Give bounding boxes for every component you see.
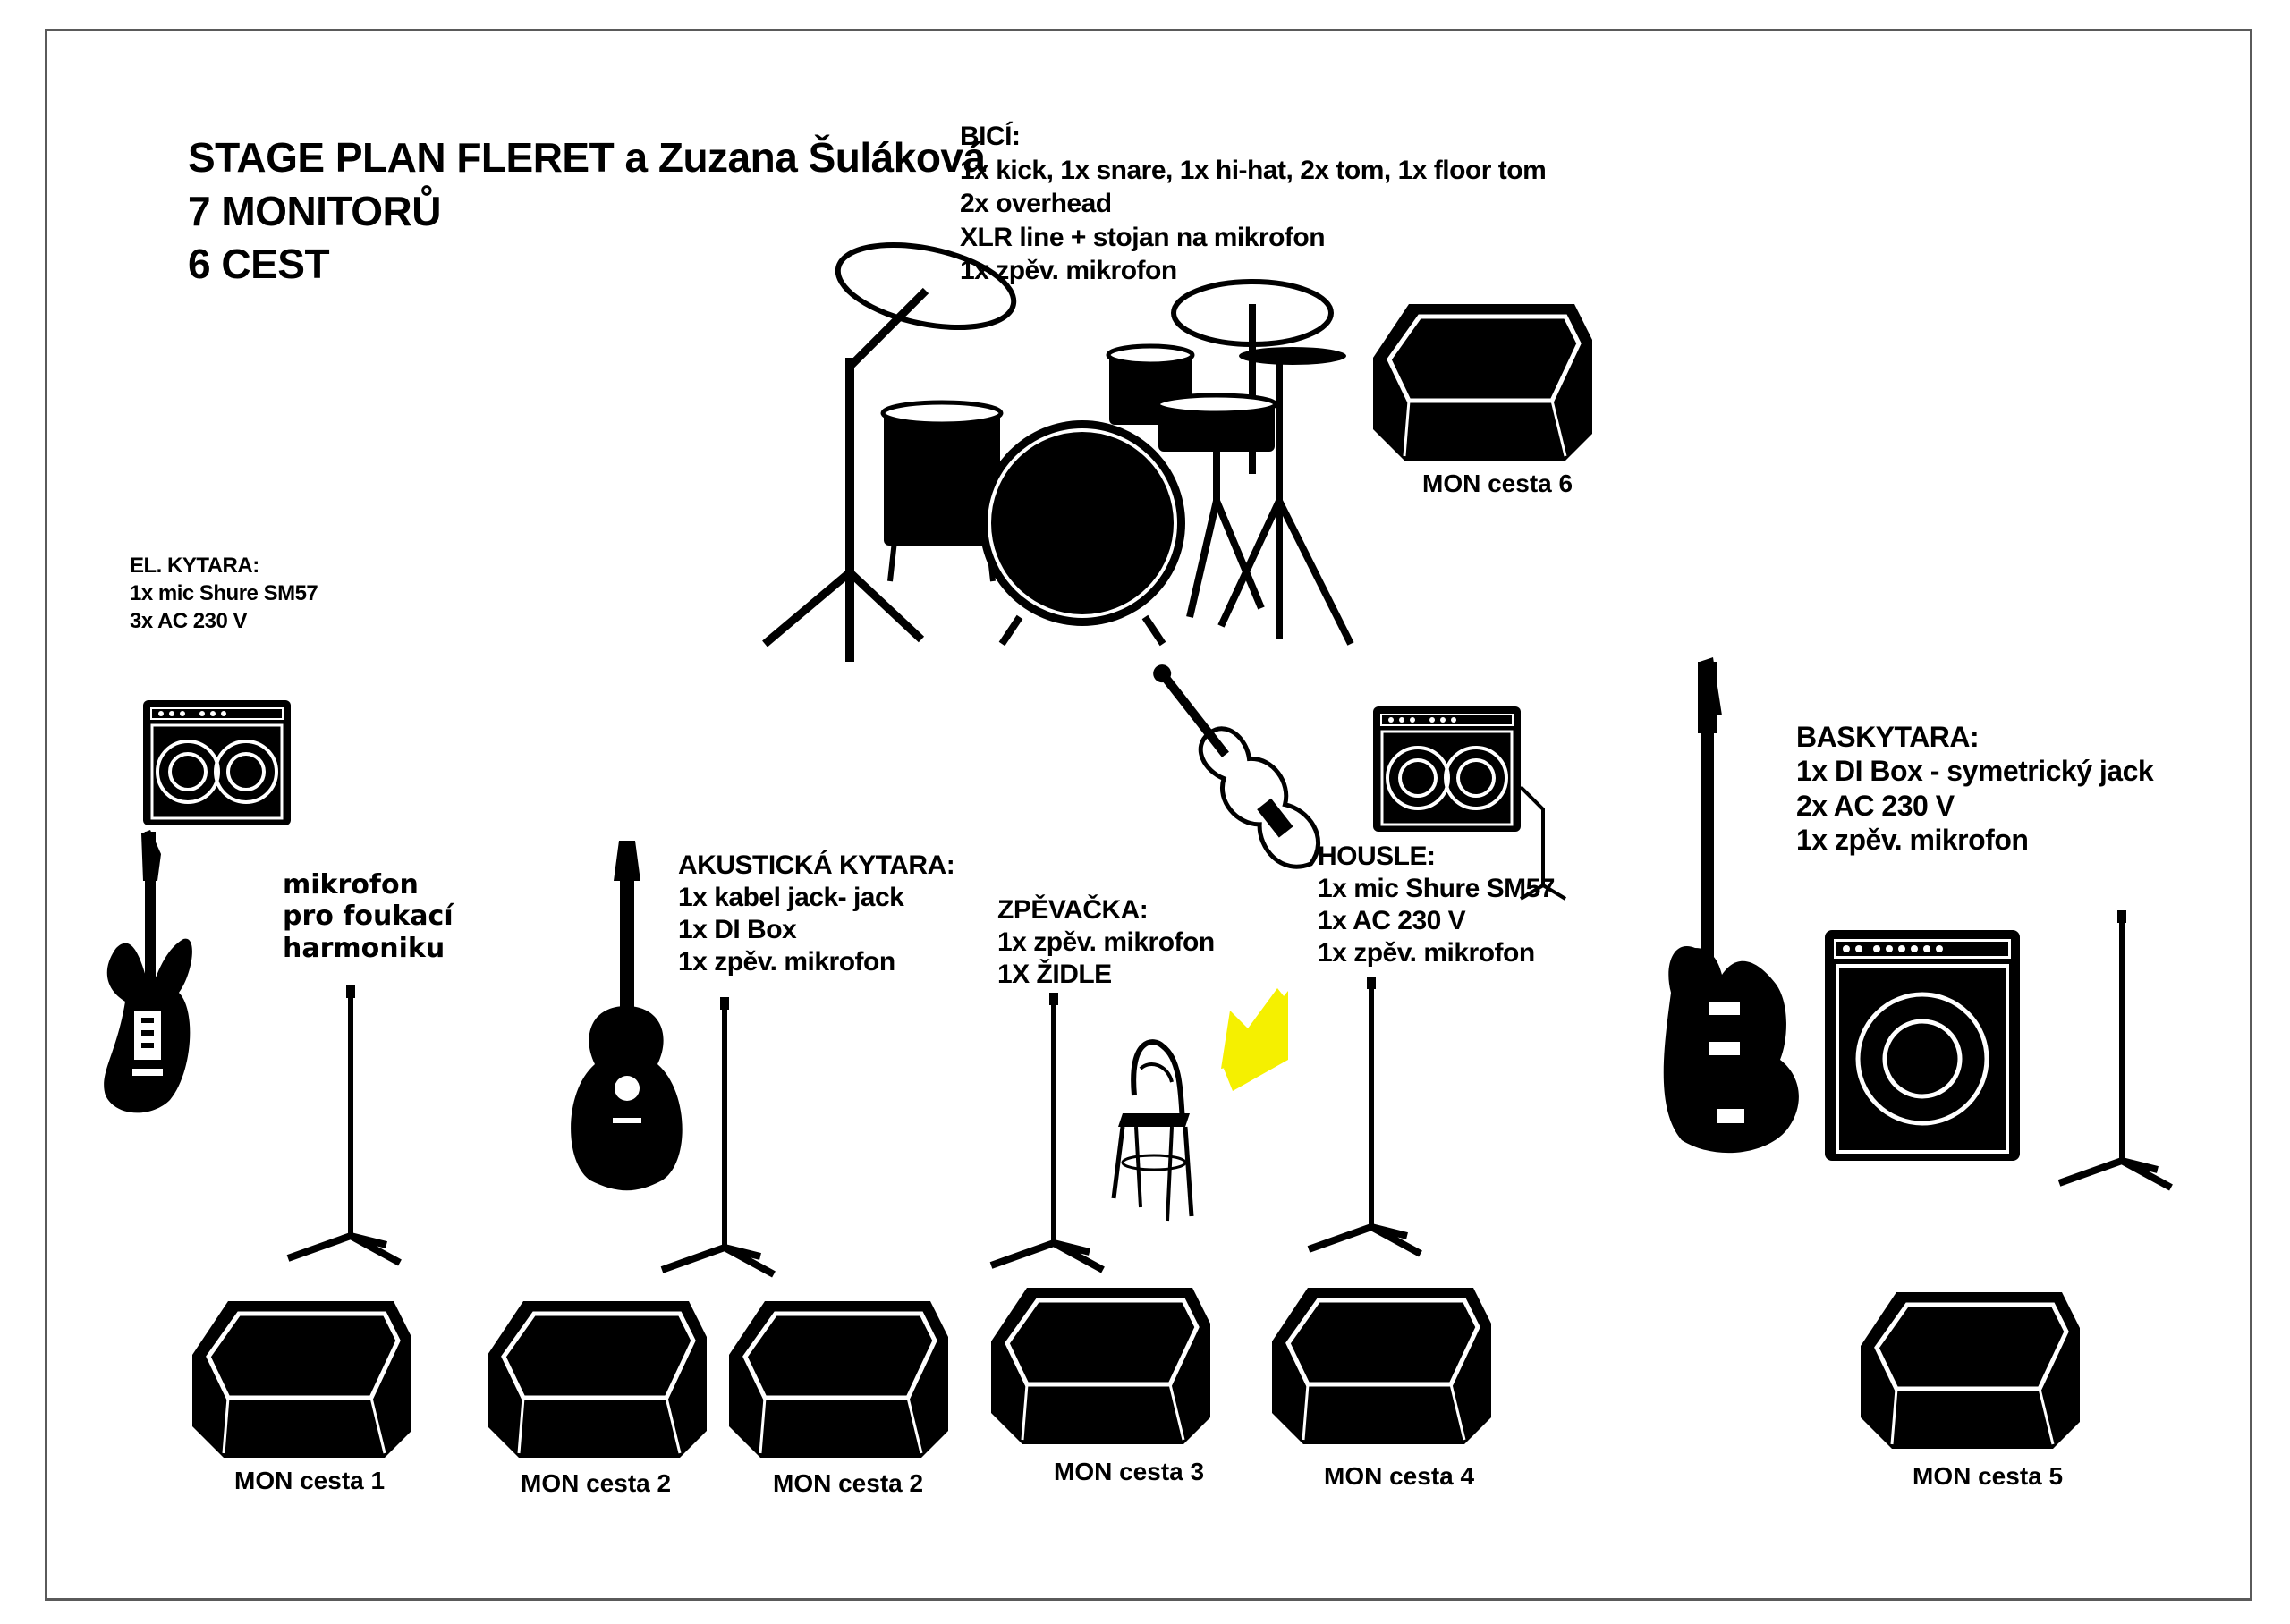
title-line-3: 6 CEST bbox=[188, 241, 330, 287]
page-title: STAGE PLAN FLERET a Zuzana Šuláková 7 MO… bbox=[188, 132, 986, 292]
monitor-label: MON cesta 1 bbox=[234, 1467, 386, 1494]
acoustic-guitar-line: 1x kabel jack- jack bbox=[678, 883, 904, 912]
floor-monitor-icon bbox=[192, 1301, 411, 1458]
mic-stand-icon bbox=[288, 985, 400, 1263]
drums-heading: BICÍ: bbox=[960, 122, 1021, 151]
drums-line: 1x kick, 1x snare, 1x hi-hat, 2x tom, 1x… bbox=[960, 155, 1547, 185]
drums-info: BICÍ: 1x kick, 1x snare, 1x hi-hat, 2x t… bbox=[960, 120, 1547, 288]
mic-stand-icon bbox=[991, 993, 1103, 1270]
bass-line: 1x DI Box - symetrický jack bbox=[1796, 755, 2154, 788]
floor-monitor-icon bbox=[488, 1301, 707, 1458]
singer-heading: ZPĚVAČKA: bbox=[997, 895, 1149, 925]
violin-line: 1x AC 230 V bbox=[1318, 906, 1466, 935]
bass-amp-icon bbox=[1825, 930, 2020, 1161]
floor-monitor-icon bbox=[729, 1301, 948, 1458]
acoustic-guitar-icon bbox=[571, 841, 683, 1191]
guitar-amp-icon bbox=[141, 698, 293, 827]
violin-icon bbox=[1153, 664, 1321, 869]
acoustic-guitar-info: AKUSTICKÁ KYTARA: 1x kabel jack- jack 1x… bbox=[678, 850, 955, 978]
harmonica-line: mikrofon bbox=[283, 869, 419, 901]
singer-line: 1X ŽIDLE bbox=[997, 960, 1112, 989]
singer-line: 1x zpěv. mikrofon bbox=[997, 927, 1215, 957]
floor-monitor-icon bbox=[1861, 1292, 2080, 1449]
el-guitar-info: EL. KYTARA: 1x mic Shure SM57 3x AC 230 … bbox=[130, 552, 318, 636]
acoustic-guitar-line: 1x DI Box bbox=[678, 915, 797, 944]
drums-line: XLR line + stojan na mikrofon bbox=[960, 222, 1326, 252]
monitor-label: MON cesta 2 bbox=[773, 1469, 924, 1497]
monitor-label: MON cesta 3 bbox=[1054, 1458, 1205, 1485]
bass-info: BASKYTARA: 1x DI Box - symetrický jack 2… bbox=[1796, 720, 2154, 858]
el-guitar-heading: EL. KYTARA: bbox=[130, 554, 259, 578]
mic-stand-icon bbox=[1309, 977, 1421, 1254]
mic-stand-icon bbox=[2059, 910, 2171, 1188]
harmonica-line: harmoniku bbox=[283, 932, 445, 964]
drums-line: 2x overhead bbox=[960, 189, 1112, 218]
el-guitar-line: 1x mic Shure SM57 bbox=[130, 581, 318, 606]
bass-line: 1x zpěv. mikrofon bbox=[1796, 824, 2029, 857]
harmonica-info: mikrofon pro foukací harmoniku bbox=[283, 869, 454, 964]
acoustic-guitar-line: 1x zpěv. mikrofon bbox=[678, 947, 895, 977]
monitor-label: MON cesta 5 bbox=[1913, 1462, 2064, 1490]
violin-line: 1x zpěv. mikrofon bbox=[1318, 938, 1535, 968]
electric-guitar-icon bbox=[104, 830, 192, 1113]
guitar-amp-icon bbox=[1371, 705, 1522, 833]
monitor-label: MON cesta 2 bbox=[521, 1469, 672, 1497]
bass-heading: BASKYTARA: bbox=[1796, 721, 1980, 753]
acoustic-guitar-heading: AKUSTICKÁ KYTARA: bbox=[678, 850, 955, 880]
floor-monitor-icon bbox=[991, 1288, 1210, 1444]
drum-kit-icon bbox=[762, 241, 1354, 662]
bass-guitar-icon bbox=[1663, 657, 1799, 1154]
title-line-1: STAGE PLAN FLERET a Zuzana Šuláková bbox=[188, 134, 986, 181]
el-guitar-line: 3x AC 230 V bbox=[130, 609, 248, 634]
page-frame bbox=[45, 29, 2252, 1601]
monitor-label: MON cesta 4 bbox=[1324, 1462, 1475, 1490]
chair-icon bbox=[1111, 1039, 1194, 1222]
floor-monitor-icon bbox=[1272, 1288, 1491, 1444]
monitor-label: MON cesta 6 bbox=[1422, 469, 1573, 497]
violin-line: 1x mic Shure SM57 bbox=[1318, 874, 1555, 903]
violin-heading: HOUSLE: bbox=[1318, 842, 1436, 871]
title-line-2: 7 MONITORŮ bbox=[188, 187, 441, 234]
bass-line: 2x AC 230 V bbox=[1796, 789, 1955, 822]
violin-info: HOUSLE: 1x mic Shure SM57 1x AC 230 V 1x… bbox=[1318, 841, 1555, 969]
singer-info: ZPĚVAČKA: 1x zpěv. mikrofon 1X ŽIDLE bbox=[997, 894, 1215, 991]
arrow-icon bbox=[1221, 988, 1288, 1091]
drums-line: 1x zpěv. mikrofon bbox=[960, 256, 1177, 285]
floor-monitor-icon bbox=[1373, 304, 1592, 461]
harmonica-line: pro foukací bbox=[283, 901, 454, 933]
